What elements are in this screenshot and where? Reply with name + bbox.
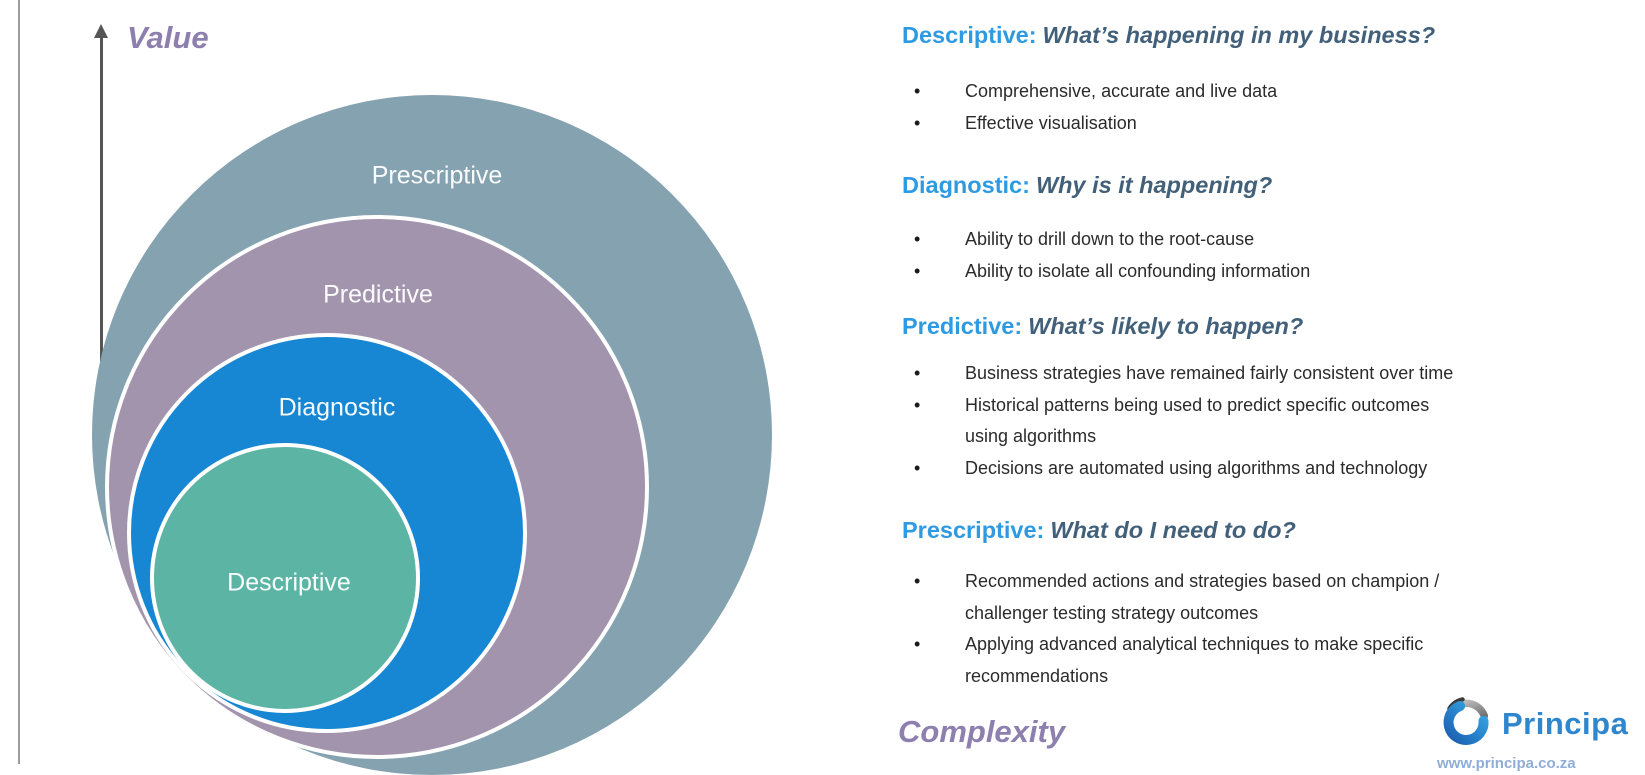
section-term: Descriptive:	[902, 22, 1037, 48]
principa-logo-icon	[1443, 697, 1489, 745]
value-axis-label: Value	[127, 20, 209, 55]
section-question: What’s happening in my business?	[1042, 22, 1436, 48]
list-item: • Ability to drill down to the root-caus…	[902, 224, 1602, 256]
section-term: Predictive:	[902, 313, 1023, 339]
descriptive-circle	[150, 443, 420, 713]
section-question: What’s likely to happen?	[1028, 313, 1304, 339]
list-item: • Effective visualisation	[902, 108, 1602, 140]
value-axis-arrow	[100, 36, 103, 430]
predictive-circle-label: Predictive	[323, 280, 433, 309]
descriptive-circle-label: Descriptive	[227, 568, 351, 597]
bullet-icon: •	[914, 634, 921, 654]
section-header-prescriptive: Prescriptive:What do I need to do?	[902, 517, 1296, 544]
list-item: • Historical patterns being used to pred…	[902, 390, 1602, 453]
list-item: • Applying advanced analytical technique…	[902, 629, 1602, 692]
bullet-icon: •	[914, 112, 921, 133]
list-item: • Business strategies have remained fair…	[902, 358, 1602, 390]
list-item: • Comprehensive, accurate and live data	[902, 76, 1602, 108]
section-header-predictive: Predictive:What’s likely to happen?	[902, 313, 1303, 340]
bullet-icon: •	[914, 260, 921, 281]
section-header-diagnostic: Diagnostic:Why is it happening?	[902, 172, 1272, 199]
bullet-icon: •	[914, 571, 921, 591]
prescriptive-bullet-list: • Recommended actions and strategies bas…	[902, 566, 1602, 692]
principa-logo-text: Principa	[1502, 706, 1629, 741]
section-question: What do I need to do?	[1050, 517, 1296, 543]
diagnostic-circle-label: Diagnostic	[278, 393, 396, 422]
bullet-icon: •	[914, 81, 921, 101]
list-item: • Ability to isolate all confounding inf…	[902, 256, 1602, 288]
section-term: Prescriptive:	[902, 517, 1045, 543]
section-header-descriptive: Descriptive:What’s happening in my busin…	[902, 22, 1435, 49]
bullet-icon: •	[914, 457, 921, 478]
slide-edge-line	[18, 0, 20, 764]
predictive-bullet-list: • Business strategies have remained fair…	[902, 358, 1602, 484]
bullet-icon: •	[914, 363, 921, 383]
prescriptive-circle-label: Prescriptive	[371, 161, 503, 190]
diagnostic-bullet-list: • Ability to drill down to the root-caus…	[902, 224, 1602, 287]
section-question: Why is it happening?	[1035, 172, 1273, 198]
list-item: • Decisions are automated using algorith…	[902, 453, 1602, 485]
value-axis-arrowhead-icon	[94, 24, 108, 38]
bullet-icon: •	[914, 394, 921, 415]
list-item: • Recommended actions and strategies bas…	[902, 566, 1602, 629]
section-term: Diagnostic:	[902, 172, 1030, 198]
bullet-icon: •	[914, 229, 921, 249]
complexity-axis-label: Complexity	[898, 714, 1066, 749]
descriptive-bullet-list: • Comprehensive, accurate and live data …	[902, 76, 1602, 139]
